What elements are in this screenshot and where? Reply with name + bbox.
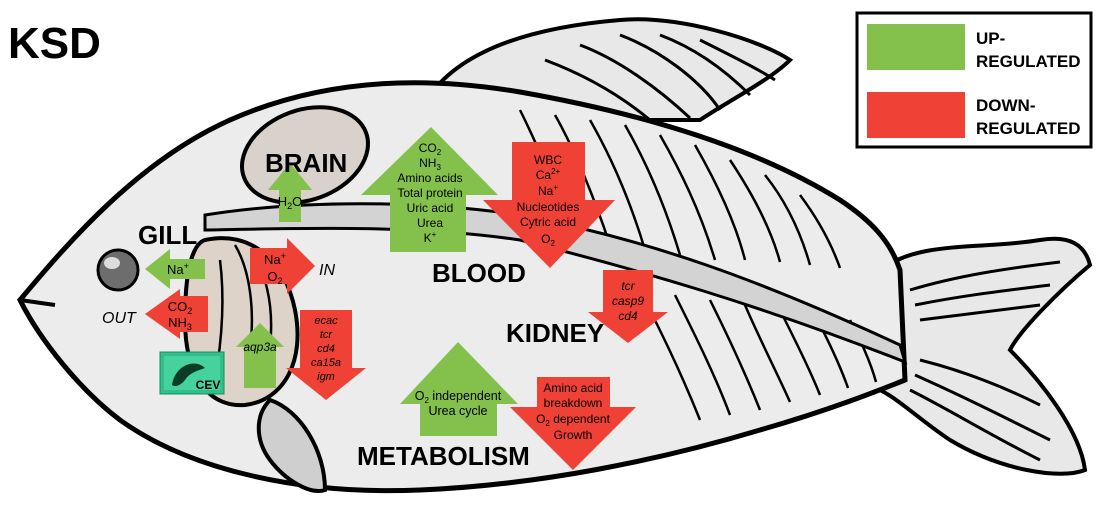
figure-label: KSD bbox=[8, 19, 101, 68]
gill-gene-ecac: ecac bbox=[314, 315, 338, 327]
legend-down-line1: DOWN- bbox=[976, 96, 1035, 115]
blood-down-cytric: Cytric acid bbox=[520, 215, 576, 229]
metabolism-label: METABOLISM bbox=[357, 441, 530, 471]
legend-down-swatch bbox=[867, 92, 965, 138]
kidney-down-casp9: casp9 bbox=[612, 294, 644, 308]
gill-label: GILL bbox=[138, 220, 197, 250]
gill-aqp-label: aqp3a bbox=[243, 340, 277, 354]
in-label: IN bbox=[319, 262, 335, 279]
kidney-down-tcr: tcr bbox=[621, 279, 635, 293]
kidney-label: KIDNEY bbox=[506, 318, 604, 348]
fish-eye bbox=[98, 250, 138, 290]
blood-up-amino: Amino acids bbox=[397, 171, 462, 185]
metabolism-down-amino: Amino acid bbox=[543, 381, 602, 395]
out-label: OUT bbox=[102, 310, 137, 327]
blood-label: BLOOD bbox=[432, 258, 526, 288]
blood-up-protein: Total protein bbox=[397, 186, 462, 200]
metabolism-down-growth: Growth bbox=[554, 428, 593, 442]
cev-image: CEV bbox=[160, 352, 224, 394]
gill-gene-cd4: cd4 bbox=[317, 343, 335, 355]
legend-up-swatch bbox=[867, 24, 965, 70]
blood-down-nucleotides: Nucleotides bbox=[517, 200, 580, 214]
metabolism-down-breakdown: breakdown bbox=[544, 396, 603, 410]
blood-down-wbc: WBC bbox=[534, 153, 562, 167]
gill-gene-tcr: tcr bbox=[320, 329, 334, 341]
brain-label: BRAIN bbox=[265, 148, 347, 178]
legend: UP- REGULATED DOWN- REGULATED bbox=[857, 13, 1091, 147]
blood-up-uric: Uric acid bbox=[407, 201, 454, 215]
cev-label: CEV bbox=[196, 378, 221, 392]
tail-fin bbox=[880, 239, 1090, 474]
legend-down-line2: REGULATED bbox=[976, 119, 1081, 138]
blood-up-urea: Urea bbox=[417, 216, 443, 230]
legend-up-line1: UP- bbox=[976, 29, 1005, 48]
kidney-down-cd4: cd4 bbox=[618, 309, 638, 323]
gill-gene-igm: igm bbox=[317, 371, 335, 383]
gill-gene-ca15a: ca15a bbox=[311, 357, 341, 369]
legend-up-line2: REGULATED bbox=[976, 52, 1081, 71]
metabolism-up-urea: Urea cycle bbox=[428, 404, 487, 418]
